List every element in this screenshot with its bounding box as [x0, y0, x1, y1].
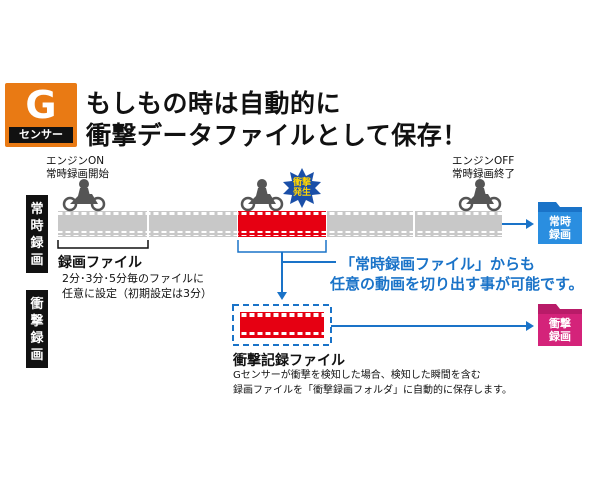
- motorcycle-icon-impact: [240, 179, 284, 212]
- headline-line1: もしもの時は自動的に: [86, 89, 342, 118]
- impact-file-desc2: 録画ファイルを「衝撃録画フォルダ」に自動的に保存します。: [233, 385, 512, 396]
- recording-file-desc1: 2分･3分･5分毎のファイルに: [62, 272, 204, 285]
- engine-on-sub: 常時録画開始: [46, 168, 109, 180]
- impact-burst-icon: [283, 168, 321, 208]
- impact-file-strip: [240, 312, 324, 338]
- extract-note-line2: 任意の動画を切り出す事が可能です。: [330, 275, 584, 293]
- engine-on-label: エンジンON: [46, 155, 105, 167]
- headline-line2: 衝撃データファイルとして保存！: [86, 121, 468, 150]
- sidebar-regular-recording: 常時録画: [26, 195, 48, 273]
- engine-off-sub: 常時録画終了: [452, 168, 515, 180]
- sidebar-impact-recording: 衝撃録画: [26, 290, 48, 368]
- regular-folder-label: 常時 録画: [549, 215, 571, 241]
- impact-file-title: 衝撃記録ファイル: [233, 353, 345, 369]
- impact-burst-text: 衝撃 発生: [292, 178, 311, 198]
- impact-segment: [238, 211, 326, 237]
- g-sensor-badge: G センサー: [5, 83, 77, 147]
- regular-folder-icon: [538, 202, 582, 244]
- motorcycle-icon-end: [458, 179, 502, 212]
- impact-file-desc1: Gセンサーが衝撃を検知した場合、検知した瞬間を含む: [233, 370, 481, 381]
- badge-letter: G: [25, 83, 57, 127]
- impact-folder-icon: [538, 304, 582, 346]
- impact-folder-label: 衝撃 録画: [549, 317, 571, 343]
- engine-off-label: エンジンOFF: [452, 155, 515, 167]
- extract-note-line1: 「常時録画ファイル」からも: [340, 255, 536, 273]
- recording-file-title: 録画ファイル: [58, 255, 142, 271]
- recording-file-desc2: 任意に設定（初期設定は3分）: [62, 287, 212, 300]
- motorcycle-icon-start: [62, 179, 106, 212]
- badge-subtitle: センサー: [9, 127, 73, 143]
